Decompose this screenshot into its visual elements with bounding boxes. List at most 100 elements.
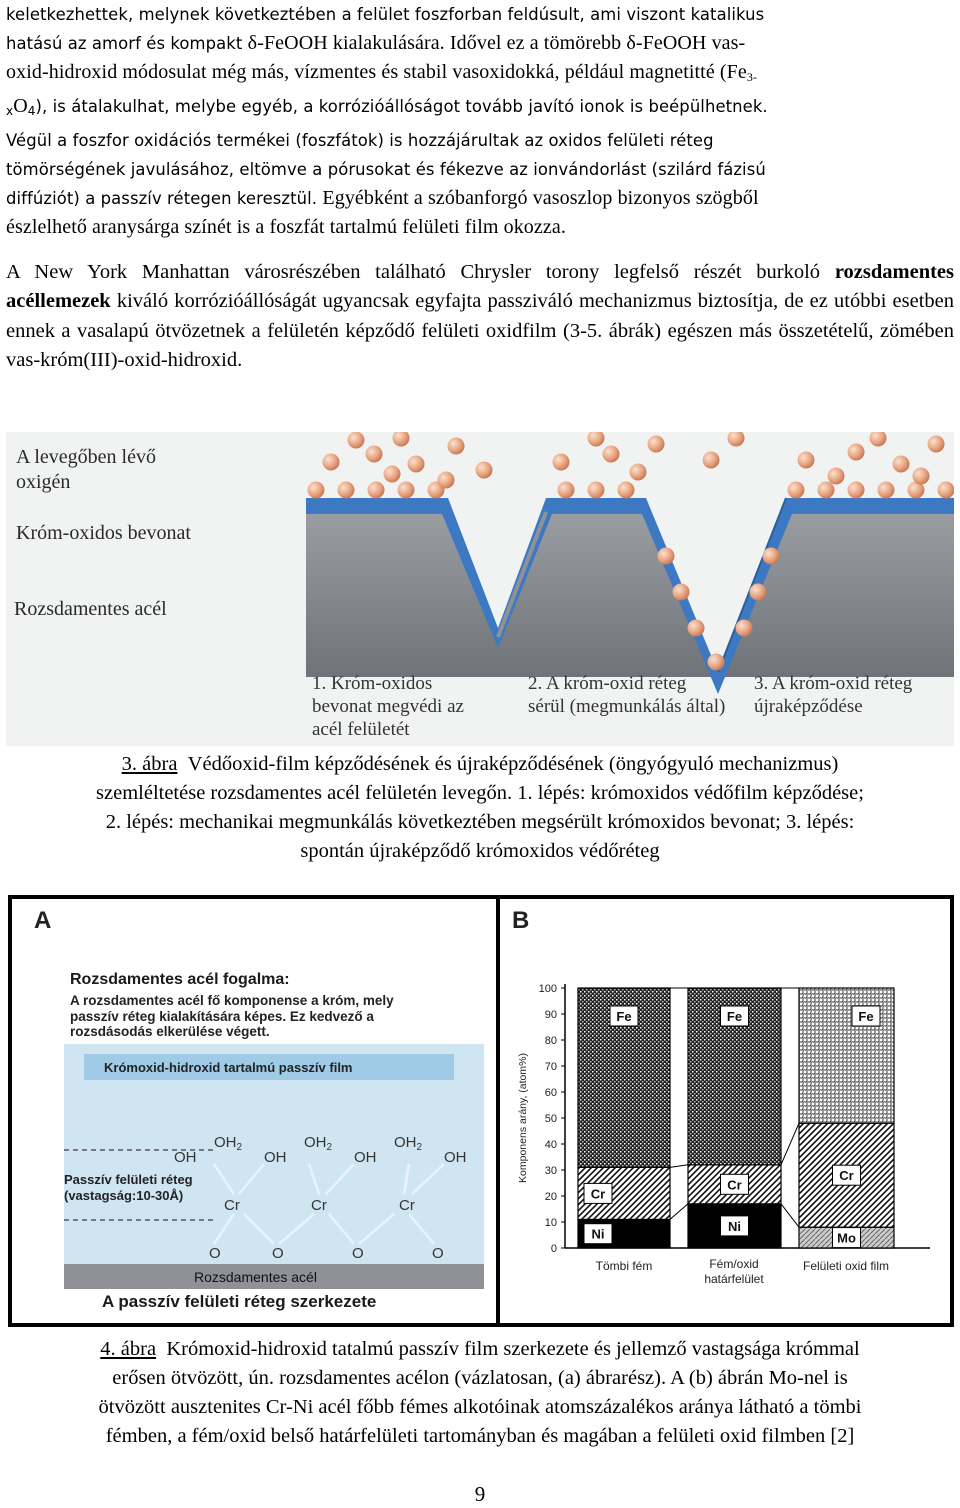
oxygen-ball — [322, 453, 340, 471]
oxygen-ball — [847, 481, 865, 499]
segment-label-fe: Fe — [616, 1009, 631, 1024]
connector-line — [780, 1123, 800, 1165]
bold-term: rozsdamentes acéllemezek — [6, 261, 954, 313]
oxygen-ball — [383, 465, 401, 483]
text-line: Végül a foszfor oxidációs termékei (fosz… — [6, 131, 714, 150]
oh-label: OH — [174, 1149, 197, 1166]
segment-label-ni: Ni — [728, 1219, 741, 1234]
segment-label-mo: Mo — [837, 1231, 856, 1246]
segment-label-cr: Cr — [839, 1168, 853, 1183]
oh2-label: OH2 — [394, 1134, 423, 1153]
oxygen-ball — [877, 481, 895, 499]
oxygen-ball — [367, 481, 385, 499]
oxygen-ball — [307, 481, 325, 499]
segment-label-cr: Cr — [727, 1177, 741, 1192]
paragraph-text: A New York Manhattan városrészében talál… — [6, 261, 954, 371]
panel-a-caption: A passzív felületi réteg szerkezete — [102, 1292, 377, 1311]
figure-4-caption: 4. ábra Krómoxid-hidroxid tatalmú passzí… — [98, 1338, 862, 1447]
y-tick-label: 80 — [545, 1035, 557, 1047]
oh-label: OH — [354, 1149, 377, 1166]
oxygen-ball — [437, 471, 455, 489]
passive-film-structure: Krómoxid-hidroxid tartalmú passzív film … — [64, 1044, 484, 1289]
cr-label: Cr — [399, 1197, 415, 1214]
film-thickness-value: (vastagság:10-30Å) — [64, 1188, 183, 1203]
y-tick-label: 60 — [545, 1087, 557, 1099]
segment-label-box — [832, 1227, 861, 1249]
oh-label: OH — [264, 1149, 287, 1166]
oxygen-ball — [817, 481, 835, 499]
y-tick-label: 0 — [551, 1243, 557, 1255]
oxygen-ball — [347, 432, 365, 449]
oxygen-ball — [657, 547, 675, 565]
segment-label-box — [609, 1005, 639, 1027]
oxygen-ball — [735, 619, 753, 637]
steel-layer-label: Rozsdamentes acél — [194, 1269, 317, 1285]
oxygen-ball — [602, 445, 620, 463]
oxygen-ball — [869, 432, 887, 447]
segment-label-box — [583, 1223, 613, 1245]
oxygen-ball — [912, 467, 930, 485]
oxygen-ball — [337, 481, 355, 499]
oxygen-ball — [672, 583, 690, 601]
panel-a-title: Rozsdamentes acél fogalma: — [70, 971, 290, 988]
y-tick-label: 100 — [539, 983, 557, 995]
oxygen-label: A levegőben lévő — [16, 446, 156, 468]
text-line: hatású az amorf és kompakt δ-FeOOH kiala… — [6, 32, 746, 54]
x-tick-label: Felületi oxid film — [803, 1259, 889, 1273]
panel-a-description: A rozsdamentes acél fő komponense a króm… — [70, 993, 394, 1039]
segment-label-box — [583, 1182, 613, 1204]
y-tick-label: 70 — [545, 1061, 557, 1073]
page-number: 9 — [474, 1482, 486, 1506]
text-line: oxid-hidroxid módosulat még más, vízment… — [6, 61, 758, 84]
oxygen-ball — [727, 432, 745, 447]
segment-label-cr: Cr — [591, 1186, 605, 1201]
y-tick-label: 40 — [545, 1139, 557, 1151]
text-line: tömörségének javulásához, eltömve a póru… — [6, 160, 766, 179]
segment-label-box — [720, 1005, 749, 1027]
oxygen-ball — [707, 653, 725, 671]
oxygen-ball — [587, 481, 605, 499]
oxygen-ball — [907, 481, 925, 499]
o-label: O — [272, 1245, 284, 1262]
steel-label: Rozsdamentes acél — [14, 598, 167, 620]
oxygen-ball — [617, 481, 635, 499]
segment-label-ni: Ni — [592, 1227, 605, 1242]
oxygen-ball — [937, 481, 954, 499]
oxygen-label-2: oxigén — [16, 471, 71, 493]
oxygen-ball — [762, 547, 780, 565]
oh2-label: OH2 — [304, 1134, 333, 1153]
oxygen-ball — [687, 619, 705, 637]
y-tick-label: 20 — [545, 1191, 557, 1203]
cr-label: Cr — [311, 1197, 327, 1214]
segment-label-box — [720, 1215, 749, 1237]
segment-label-box — [720, 1173, 749, 1195]
segment-label-fe: Fe — [858, 1009, 873, 1024]
y-axis-label: Komponens arány, (atom%) — [517, 1053, 529, 1183]
connector-line — [669, 1164, 689, 1168]
figure-3-caption: 3. ábra Védőoxid-film képződésének és új… — [96, 753, 864, 862]
coating-label: Króm-oxidos bevonat — [16, 522, 191, 544]
bar-segment-fe — [798, 987, 895, 1124]
oh2-label: OH2 — [214, 1134, 243, 1153]
figure-number: 4. ábra — [100, 1338, 157, 1360]
oxygen-ball — [365, 445, 383, 463]
film-thickness-label: Passzív felületi réteg — [64, 1172, 193, 1187]
oxygen-ball — [702, 451, 720, 469]
paragraph-2: A New York Manhattan városrészében talál… — [6, 258, 954, 375]
oxygen-ball — [557, 481, 575, 499]
x-tick-label: határfelület — [704, 1272, 764, 1286]
y-tick-label: 90 — [545, 1009, 557, 1021]
x-tick-label: Fém/oxid — [709, 1257, 758, 1271]
oxygen-molecules — [307, 432, 954, 671]
oh-label: OH — [444, 1149, 467, 1166]
oxygen-ball — [629, 463, 647, 481]
panel-a-label: A — [34, 907, 52, 934]
oxygen-ball — [407, 455, 425, 473]
o-label: O — [209, 1245, 221, 1262]
oxygen-ball — [392, 432, 410, 447]
film-box-label: Krómoxid-hidroxid tartalmú passzív film — [104, 1060, 353, 1075]
panel-a: A Rozsdamentes acél fogalma: A rozsdamen… — [12, 899, 496, 1323]
